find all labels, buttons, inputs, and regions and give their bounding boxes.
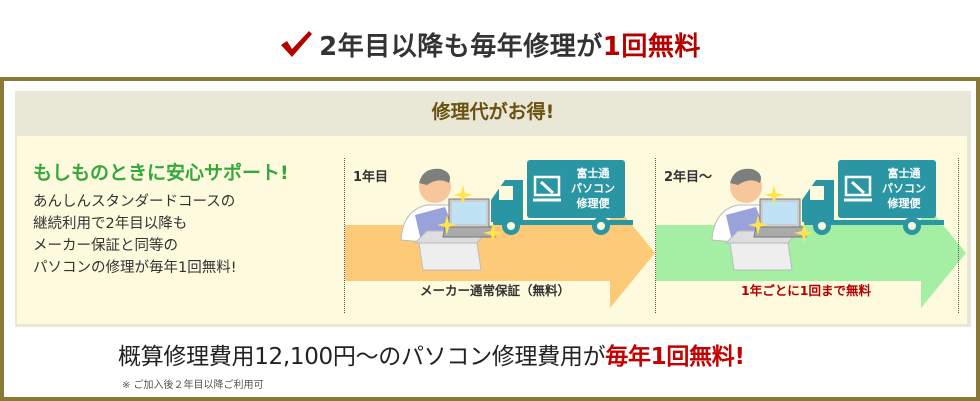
divider bbox=[958, 158, 959, 313]
svg-text:富士通: 富士通 bbox=[888, 166, 921, 180]
truck-icon: 富士通 パソコン 修理便 bbox=[491, 160, 633, 235]
intro-line: 継続利用で2年目以降も bbox=[33, 216, 188, 232]
panel-body: もしものときに安心サポート! あんしんスタンダードコースの 継続利用で2年目以降… bbox=[17, 136, 967, 324]
step-label: 2年目～ bbox=[664, 170, 713, 185]
svg-text:富士通: 富士通 bbox=[577, 166, 610, 180]
summary-text: 概算修理費用12,100円～のパソコン修理費用が毎年1回無料! bbox=[118, 337, 745, 371]
step-caption: メーカー通常保証（無料） bbox=[419, 283, 570, 298]
svg-text:パソコン: パソコン bbox=[882, 182, 926, 195]
checkmark-icon bbox=[281, 31, 313, 57]
savings-panel: 修理代がお得! もしものときに安心サポート! あんしんスタンダードコースの 継続… bbox=[15, 91, 971, 327]
summary-highlight: 毎年1回無料! bbox=[605, 344, 745, 370]
step-year-2-onward: 富士通 パソコン 修理便 bbox=[656, 158, 966, 313]
technician-with-laptop-icon bbox=[400, 168, 503, 271]
step-label: 1年目 bbox=[353, 170, 389, 185]
headline: 2年目以降も毎年修理が1回無料 bbox=[0, 26, 980, 63]
panel-title: 修理代がお得! bbox=[431, 101, 555, 123]
summary-main: 概算修理費用12,100円～のパソコン修理費用が bbox=[118, 344, 606, 370]
intro-title: もしものときに安心サポート! bbox=[33, 162, 289, 184]
headline-highlight: 1回無料 bbox=[602, 32, 701, 62]
step-caption: 1年ごとに1回まで無料 bbox=[741, 283, 871, 298]
intro-line: メーカー保証と同等の bbox=[33, 238, 178, 254]
intro-line: パソコンの修理が毎年1回無料! bbox=[33, 260, 237, 276]
svg-text:修理便: 修理便 bbox=[887, 196, 922, 210]
intro-line: あんしんスタンダードコースの bbox=[33, 194, 236, 210]
intro-block: もしものときに安心サポート! あんしんスタンダードコースの 継続利用で2年目以降… bbox=[33, 158, 333, 279]
footnote: ※ ご加入後２年目以降ご利用可 bbox=[122, 380, 264, 391]
step-year-1: 富士通 パソコン 修理便 bbox=[345, 158, 655, 313]
svg-text:修理便: 修理便 bbox=[576, 196, 611, 210]
divider bbox=[655, 158, 656, 313]
technician-with-laptop-icon bbox=[711, 168, 814, 271]
divider bbox=[344, 158, 345, 313]
headline-text: 2年目以降も毎年修理が bbox=[319, 32, 603, 62]
content-frame: 修理代がお得! もしものときに安心サポート! あんしんスタンダードコースの 継続… bbox=[0, 77, 980, 401]
truck-icon: 富士通 パソコン 修理便 bbox=[802, 160, 944, 235]
svg-text:パソコン: パソコン bbox=[571, 182, 615, 195]
